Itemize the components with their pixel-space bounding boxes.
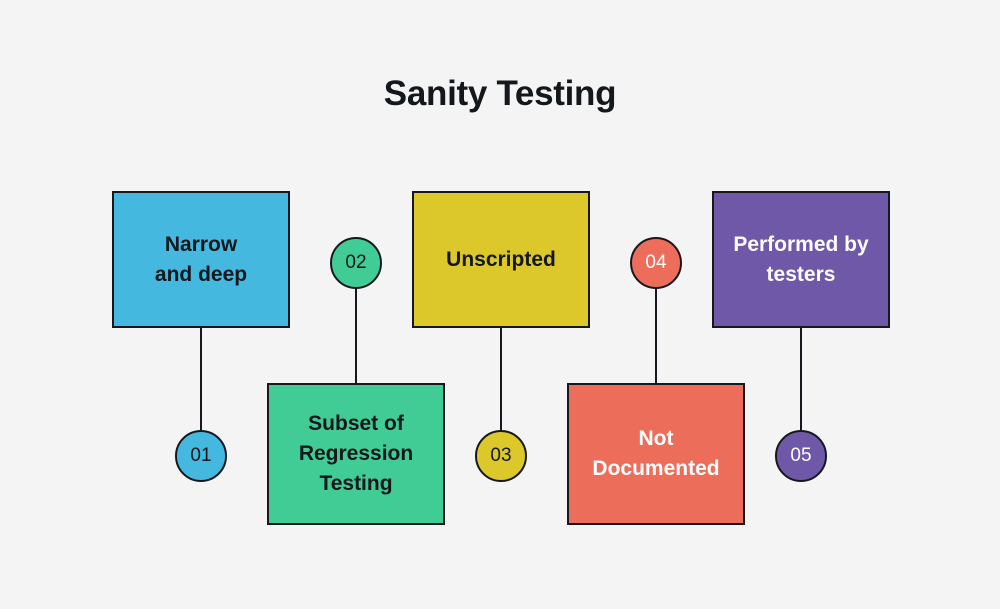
node-box-label-03: Unscripted (446, 247, 556, 271)
page-title: Sanity Testing (383, 74, 617, 113)
connector-line-01 (200, 328, 202, 430)
connector-line-02 (355, 289, 357, 383)
node-box-02[interactable]: Subset of Regression Testing (267, 383, 445, 525)
node-circle-02[interactable]: 02 (330, 237, 382, 289)
node-circle-05[interactable]: 05 (775, 430, 827, 482)
node-circle-03[interactable]: 03 (475, 430, 527, 482)
node-circle-01[interactable]: 01 (175, 430, 227, 482)
node-box-label-01: Narrow and deep (154, 232, 248, 286)
node-box-01[interactable]: Narrow and deep (112, 191, 290, 328)
node-box-03[interactable]: Unscripted (412, 191, 590, 328)
node-box-04[interactable]: Not Documented (567, 383, 745, 525)
node-number-02: 02 (345, 252, 367, 273)
connector-line-04 (655, 289, 657, 383)
node-box-label-04: Not Documented (592, 427, 720, 480)
node-box-05[interactable]: Performed by testers (712, 191, 890, 328)
node-number-03: 03 (490, 445, 512, 466)
node-number-01: 01 (190, 445, 212, 466)
node-number-04: 04 (645, 252, 667, 273)
connector-line-05 (800, 328, 802, 430)
node-box-label-02: Subset of Regression Testing (298, 412, 414, 495)
connector-line-03 (500, 328, 502, 430)
node-circle-04[interactable]: 04 (630, 237, 682, 289)
node-number-05: 05 (790, 445, 812, 466)
node-box-label-05: Performed by testers (733, 232, 869, 286)
